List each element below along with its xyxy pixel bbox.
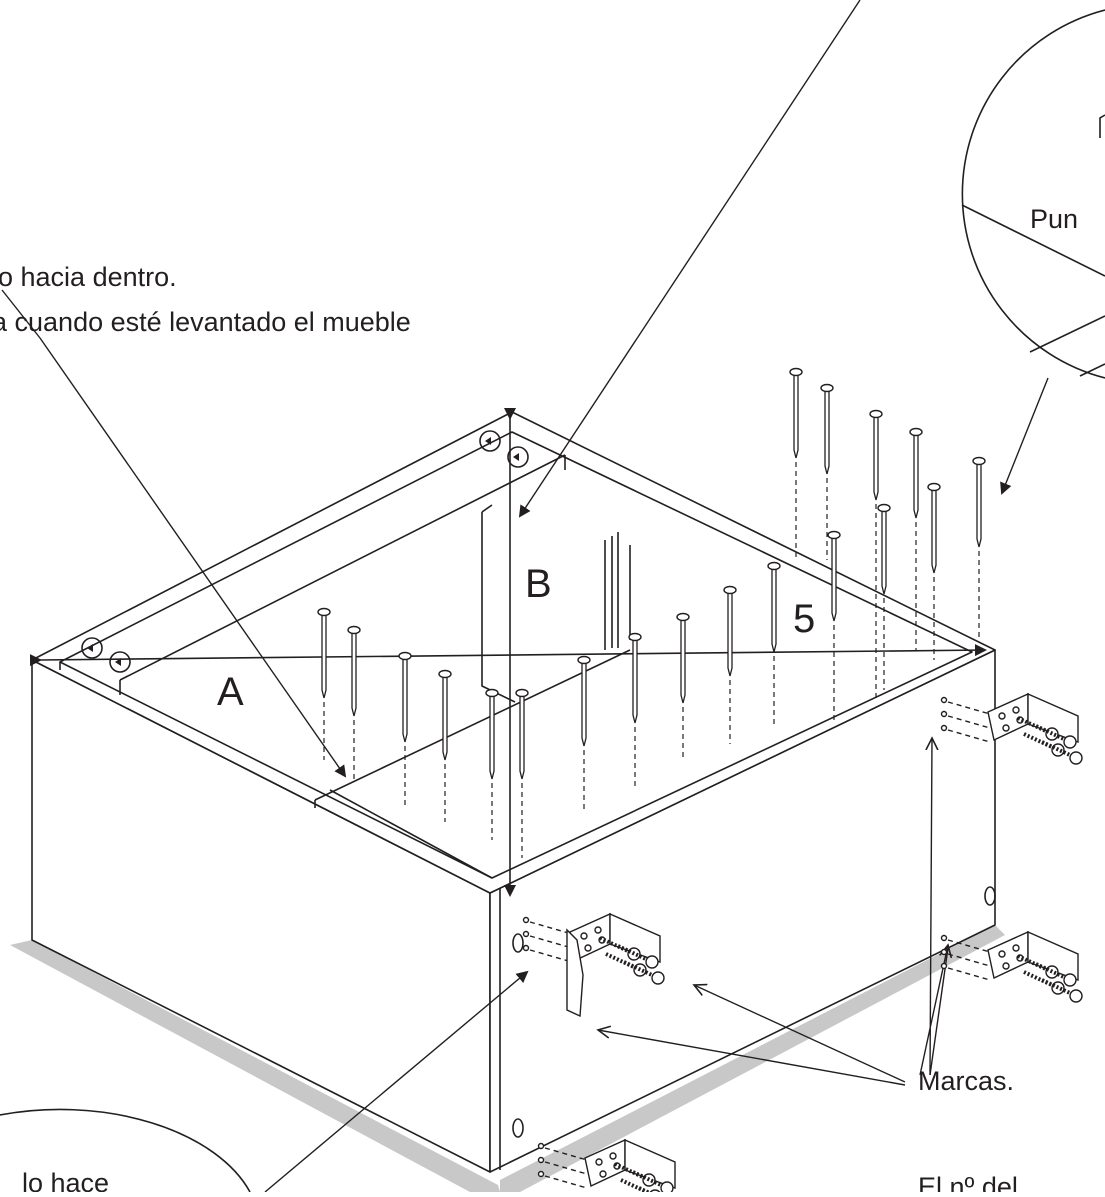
guide-line [947,967,991,981]
corner-bracket [987,930,1079,981]
strap-plate [566,928,584,1018]
marks-label-line-2: El nº del [918,1172,1018,1192]
drill-hole [940,934,948,942]
nail [723,585,737,744]
screw [1041,740,1083,765]
drill-hole [940,948,948,956]
screw [1035,724,1077,749]
nail [515,688,529,858]
label-step-number: 5 [793,597,815,641]
guide-line [947,729,991,743]
callout-lines [1,0,1049,1193]
nail [767,561,781,728]
note-line-1: o hacia dentro. [0,262,177,292]
guide-line [529,935,573,949]
nail [909,427,923,650]
screw [1041,978,1083,1003]
nail [820,383,834,560]
screw [617,944,659,969]
nail [676,612,690,760]
guide-line [544,1161,588,1175]
drill-hole [537,1170,545,1178]
drill-hole [537,1142,545,1150]
marks-label-line-1: Marcas. [918,1066,1014,1096]
drill-hole [537,1156,545,1164]
screw [1035,962,1077,987]
corner-bracket [584,1138,676,1189]
floor-shadow-right [500,925,1005,1192]
nail [347,625,361,780]
floor-shadow [10,940,500,1192]
nail [927,482,941,660]
guide-line [529,949,573,963]
nail [869,409,883,700]
nail [972,456,986,640]
corner-bracket [987,692,1079,743]
nails-group [317,367,986,858]
nail [789,367,803,560]
nail [485,688,499,840]
nail [438,669,452,822]
brackets-group [522,692,1083,1197]
guide-line [947,939,991,953]
guide-line [947,701,991,715]
guide-line [544,1147,588,1161]
cabinet [31,411,996,1173]
drill-hole [940,962,948,970]
guide-line [544,1175,588,1189]
zoom-circle-bottom [0,1108,251,1193]
drill-hole [940,710,948,718]
drill-hole [522,944,530,952]
drill-hole [522,916,530,924]
label-b: B [525,562,552,606]
guide-line [947,953,991,967]
guide-line [529,921,573,935]
nail [317,607,331,760]
label-a: A [217,670,244,714]
screw [623,960,665,985]
zoom-label: Pun [1030,204,1078,234]
nail [398,651,412,808]
nail [577,655,591,812]
zoom-circle-top [961,9,1105,379]
drill-hole [940,724,948,732]
nail [628,632,642,790]
nail [877,503,891,690]
nail [827,530,841,722]
bottom-note: lo hace [22,1168,109,1192]
drill-hole [522,930,530,938]
guide-line [947,715,991,729]
drill-hole [940,696,948,704]
note-line-2: a cuando esté levantado el mueble [0,307,411,337]
